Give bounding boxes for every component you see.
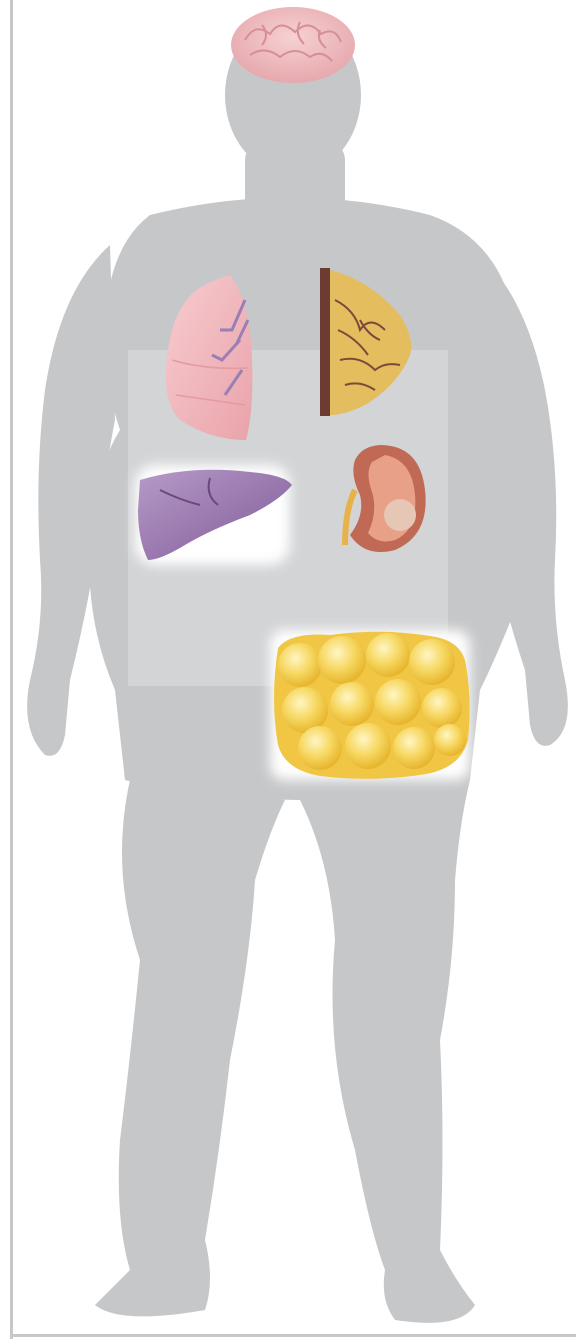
liver-icon	[135, 465, 292, 565]
frame-border-bottom	[10, 1334, 576, 1337]
fat-cells-icon	[270, 630, 470, 780]
brain-icon	[231, 7, 355, 83]
frame-border-left	[10, 0, 13, 1339]
